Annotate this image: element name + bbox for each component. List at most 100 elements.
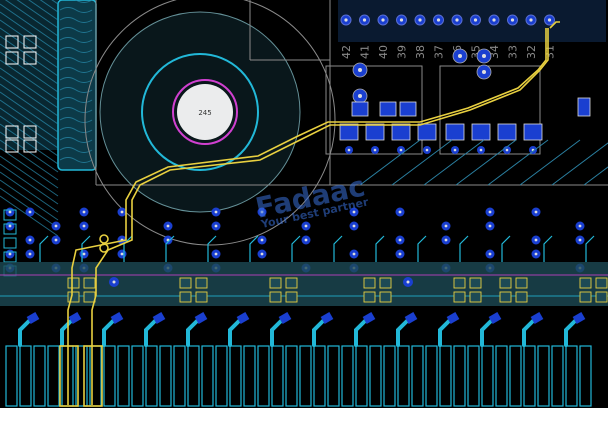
- gold-finger[interactable]: [411, 345, 424, 407]
- gold-finger[interactable]: [327, 345, 340, 407]
- gold-finger[interactable]: [75, 345, 88, 407]
- gold-finger[interactable]: [467, 345, 480, 407]
- signal-trace: [501, 235, 511, 262]
- gold-finger[interactable]: [495, 345, 508, 407]
- pin-number: 39: [396, 45, 409, 59]
- gold-finger[interactable]: [537, 345, 550, 407]
- signal-trace: [207, 235, 217, 262]
- gold-finger[interactable]: [47, 345, 60, 407]
- gold-finger[interactable]: [229, 345, 242, 407]
- via-hole: [304, 238, 308, 242]
- gold-finger[interactable]: [271, 345, 284, 407]
- fan-out-pad: [236, 312, 250, 324]
- gold-finger[interactable]: [579, 345, 592, 407]
- gold-finger[interactable]: [215, 345, 228, 407]
- gold-finger[interactable]: [5, 345, 18, 407]
- pad-via-hole: [399, 148, 403, 152]
- top-pin-hole: [436, 18, 441, 22]
- square-pad: [453, 277, 466, 289]
- gold-finger[interactable]: [453, 345, 466, 407]
- smd-pad: [445, 123, 465, 141]
- via-hole: [398, 210, 402, 214]
- gold-finger[interactable]: [509, 345, 522, 407]
- gold-finger[interactable]: [117, 345, 130, 407]
- fan-out-pad: [530, 312, 544, 324]
- gold-finger[interactable]: [565, 345, 578, 407]
- fan-out-pad: [26, 312, 40, 324]
- square-pad: [269, 277, 282, 289]
- via-hole: [28, 238, 32, 242]
- gold-finger[interactable]: [369, 345, 382, 407]
- smd-pad: [471, 123, 491, 141]
- fan-out-pad: [572, 312, 586, 324]
- square-pad: [195, 291, 208, 303]
- square-pad: [363, 291, 376, 303]
- pin-number-row: 424140393837363534333231: [340, 14, 557, 59]
- gold-finger[interactable]: [243, 345, 256, 407]
- gold-finger[interactable]: [313, 345, 326, 407]
- top-pin-hole: [362, 18, 367, 22]
- gold-finger[interactable]: [173, 345, 186, 407]
- gold-finger[interactable]: [383, 345, 396, 407]
- via-hole: [82, 252, 86, 256]
- via-hole: [260, 210, 264, 214]
- top-pin-hole: [510, 18, 515, 22]
- via-hole: [28, 210, 32, 214]
- pin-number: 40: [377, 45, 390, 59]
- fan-out-pad: [404, 312, 418, 324]
- round-component[interactable]: 245: [84, 0, 336, 246]
- via-hole: [214, 224, 218, 228]
- gold-finger[interactable]: [103, 345, 116, 407]
- via-hole: [488, 224, 492, 228]
- gold-finger[interactable]: [187, 345, 200, 407]
- gold-finger[interactable]: [285, 345, 298, 407]
- smd-pad: [351, 101, 369, 117]
- fan-out-trace: [102, 316, 118, 347]
- gold-finger[interactable]: [397, 345, 410, 407]
- signal-trace: [459, 235, 469, 262]
- gold-finger[interactable]: [425, 345, 438, 407]
- via-hole: [534, 238, 538, 242]
- gold-finger[interactable]: [299, 345, 312, 407]
- via-hole: [54, 224, 58, 228]
- smd-pad: [391, 123, 411, 141]
- gold-finger[interactable]: [33, 345, 46, 407]
- square-pad: [595, 291, 608, 303]
- gold-finger[interactable]: [257, 345, 270, 407]
- fan-out-pad: [68, 312, 82, 324]
- gold-finger[interactable]: [439, 345, 452, 407]
- signal-trace: [585, 235, 595, 262]
- gold-finger[interactable]: [19, 345, 32, 407]
- edge-pad: [3, 209, 17, 221]
- top-pin-hole: [473, 18, 478, 22]
- fan-out-trace: [144, 316, 160, 347]
- gold-finger[interactable]: [145, 345, 158, 407]
- square-pad: [179, 277, 192, 289]
- pad-via-hole: [479, 148, 483, 152]
- bottom-margin: [0, 408, 608, 421]
- pin-number: 41: [359, 45, 372, 59]
- gold-finger[interactable]: [551, 345, 564, 407]
- edge-pad: [3, 237, 17, 249]
- gold-finger[interactable]: [159, 345, 172, 407]
- left-connector-region: [0, 0, 97, 237]
- gold-finger[interactable]: [355, 345, 368, 407]
- component-outlines: [95, 0, 608, 186]
- smd-pad: [523, 123, 543, 141]
- via-hole: [406, 280, 410, 284]
- smd-pad: [497, 123, 517, 141]
- round-pad-hole: [482, 54, 486, 58]
- square-pad: [379, 291, 392, 303]
- via-hole: [8, 252, 12, 256]
- gold-finger[interactable]: [481, 345, 494, 407]
- edge-connector-fingers[interactable]: [5, 345, 592, 407]
- fan-out-trace: [396, 316, 412, 347]
- gold-finger[interactable]: [523, 345, 536, 407]
- highlighted-net[interactable]: [59, 21, 560, 407]
- gold-finger[interactable]: [341, 345, 354, 407]
- gold-finger[interactable]: [201, 345, 214, 407]
- route-trace: [487, 139, 549, 186]
- gold-finger[interactable]: [131, 345, 144, 407]
